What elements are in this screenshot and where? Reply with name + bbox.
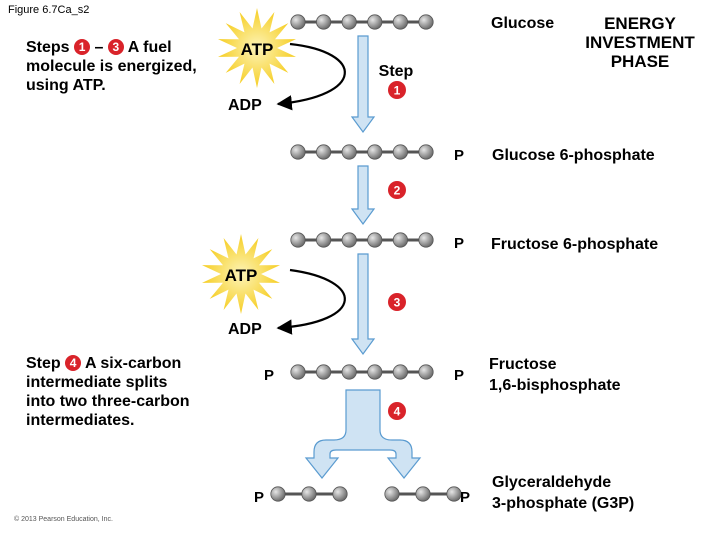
molecule-name-g3p: Glyceraldehyde <box>492 474 611 491</box>
carbon-bead <box>315 144 332 160</box>
figure-label: Figure 6.7Ca_s2 <box>8 4 90 16</box>
split-line-3: into two three-carbon <box>26 393 190 410</box>
split-suffix: A six-carbon <box>84 355 182 372</box>
glucose-6-phosphate-chain <box>290 144 434 160</box>
carbon-bead <box>367 14 383 30</box>
molecule-name-g3p: 3-phosphate (G3P) <box>492 495 634 512</box>
carbon-bead <box>290 364 306 380</box>
split-caption: Step 4 A six-carbon intermediate splits … <box>26 354 190 430</box>
step-badge: 1 <box>388 81 406 99</box>
phosphate-label: P <box>254 489 264 506</box>
step-4-split-arrow <box>304 389 422 479</box>
molecule-name-fructose-bisphosphate: Fructose <box>489 356 557 373</box>
carbon-bead <box>418 14 434 30</box>
intro-caption: Steps 1 – 3 A fuel molecule is energized… <box>26 38 197 95</box>
carbon-bead <box>270 486 286 502</box>
g3p-chain-right <box>384 486 462 502</box>
split-prefix: Step <box>26 355 61 372</box>
fructose-bisphosphate-chain <box>290 364 434 380</box>
carbon-bead <box>392 144 408 160</box>
carbon-bead <box>392 232 408 248</box>
carbon-bead <box>315 14 332 30</box>
phosphate-label: P <box>454 235 464 252</box>
carbon-bead <box>341 144 357 160</box>
carbon-bead <box>315 364 332 380</box>
carbon-bead <box>290 144 306 160</box>
adp-label: ADP <box>228 321 262 338</box>
carbon-bead <box>392 14 408 30</box>
carbon-bead <box>315 232 332 248</box>
phosphate-label: P <box>460 489 470 506</box>
molecule-name-glucose-6-phosphate: Glucose 6-phosphate <box>492 147 655 164</box>
phosphate-label: P <box>454 367 464 384</box>
intro-prefix: Steps <box>26 39 70 56</box>
carbon-bead <box>418 232 434 248</box>
molecule-name-fructose-6-phosphate: Fructose 6-phosphate <box>491 236 658 253</box>
split-line-1: Step 4 A six-carbon <box>26 354 190 373</box>
phase-line-2: INVESTMENT <box>585 33 695 52</box>
badge-number: 4 <box>394 405 401 419</box>
step-badge: 3 <box>388 293 406 311</box>
split-line-4: intermediates. <box>26 412 135 429</box>
molecule-name-fructose-bisphosphate: 1,6-bisphosphate <box>489 377 621 394</box>
atp-starburst-3 <box>202 234 280 314</box>
atp-to-adp-arrow-1 <box>276 42 346 111</box>
intro-suffix: A fuel <box>127 39 172 56</box>
atp-label: ATP <box>241 40 274 59</box>
carbon-bead <box>341 14 357 30</box>
carbon-bead <box>415 486 431 502</box>
badge-number: 3 <box>394 296 401 310</box>
badge-circle <box>388 181 406 199</box>
step-3-arrow <box>350 253 376 356</box>
carbon-bead <box>341 364 357 380</box>
carbon-bead <box>367 232 383 248</box>
step-word: Step <box>379 63 414 80</box>
phosphate-label: P <box>454 147 464 164</box>
badge-circle <box>388 402 406 420</box>
glucose-chain <box>290 14 434 30</box>
carbon-bead <box>446 486 462 502</box>
phase-line-3: PHASE <box>610 52 670 71</box>
carbon-bead <box>301 486 317 502</box>
carbon-bead <box>367 144 383 160</box>
step-badge: 2 <box>388 181 406 199</box>
copyright: © 2013 Pearson Education, Inc. <box>14 516 113 523</box>
carbon-bead <box>367 364 383 380</box>
carbon-bead <box>418 364 434 380</box>
fructose-6-phosphate-chain <box>290 232 434 248</box>
carbon-bead <box>384 486 400 502</box>
atp-starburst-1 <box>218 8 296 88</box>
atp-to-adp-arrow-3 <box>276 268 346 335</box>
step-badge: 4 <box>388 402 406 420</box>
badge-number: 2 <box>394 184 401 198</box>
split-line-2: intermediate splits <box>26 374 168 391</box>
intro-line-2: molecule is energized, <box>26 58 197 75</box>
badge-circle <box>388 81 406 99</box>
g3p-chain-left <box>270 486 348 502</box>
step-badge: 4 <box>65 355 82 371</box>
badge-number: 1 <box>394 84 401 98</box>
step-2-arrow <box>350 165 376 226</box>
carbon-bead <box>290 14 306 30</box>
carbon-bead <box>392 364 408 380</box>
intro-dash: – <box>94 39 104 56</box>
step-badge: 1 <box>74 39 91 55</box>
phase-label: ENERGY INVESTMENT PHASE <box>578 14 702 71</box>
carbon-bead <box>290 232 306 248</box>
badge-circle <box>388 293 406 311</box>
phase-line-1: ENERGY <box>604 14 676 33</box>
intro-line-1: Steps 1 – 3 A fuel <box>26 38 197 57</box>
carbon-bead <box>418 144 434 160</box>
adp-label: ADP <box>228 97 262 114</box>
carbon-bead <box>332 486 348 502</box>
carbon-bead <box>341 232 357 248</box>
molecule-name-glucose: Glucose <box>491 15 554 32</box>
atp-label: ATP <box>225 266 258 285</box>
intro-line-3: using ATP. <box>26 77 106 94</box>
step-1-arrow <box>350 35 376 134</box>
phosphate-label: P <box>264 367 274 384</box>
step-badge: 3 <box>107 39 124 55</box>
